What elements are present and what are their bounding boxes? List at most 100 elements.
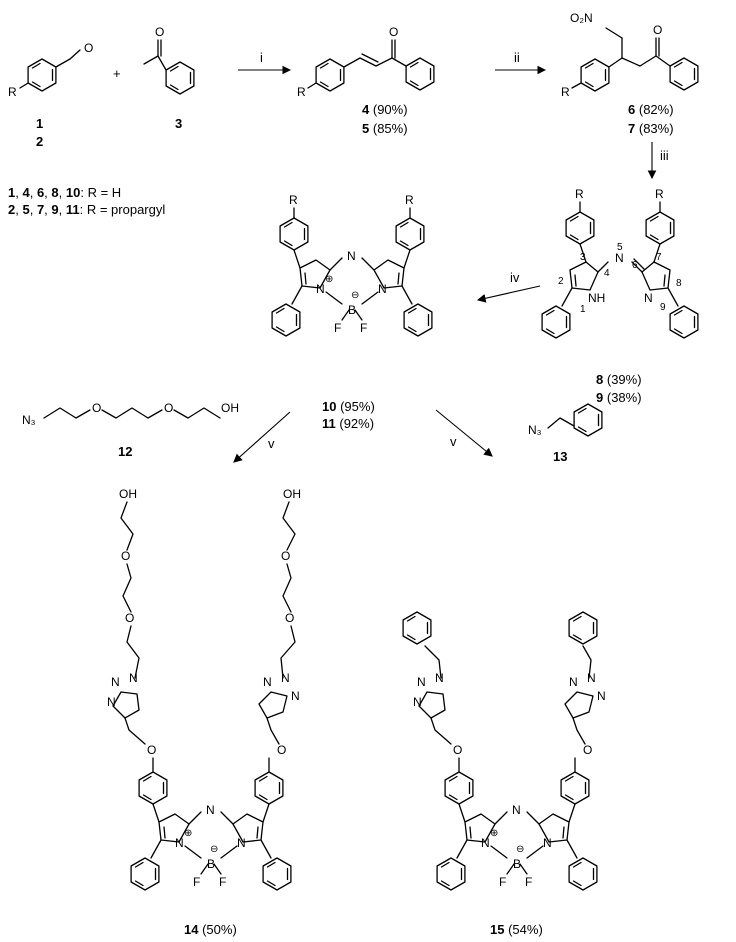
compound-1: 1 xyxy=(36,116,43,131)
svg-text:NH: NH xyxy=(588,291,605,305)
svg-text:7: 7 xyxy=(656,252,662,263)
svg-text:6: 6 xyxy=(632,260,638,271)
svg-text:O: O xyxy=(147,743,156,757)
svg-text:O₂N: O₂N xyxy=(570,11,593,25)
svg-text:R: R xyxy=(575,187,584,201)
svg-text:O: O xyxy=(84,41,93,55)
svg-text:⊖: ⊖ xyxy=(210,844,218,855)
svg-text:O: O xyxy=(583,743,592,757)
step-iii-label: iii xyxy=(660,148,669,163)
svg-text:N: N xyxy=(237,836,246,850)
svg-text:O: O xyxy=(285,611,294,625)
svg-text:O: O xyxy=(155,25,164,39)
svg-text:3: 3 xyxy=(580,252,586,263)
svg-text:N₃: N₃ xyxy=(528,423,542,437)
svg-text:B: B xyxy=(513,857,521,871)
compound-15-label: 15 (54%) xyxy=(490,922,543,937)
svg-text:N: N xyxy=(107,695,116,709)
svg-text:N: N xyxy=(435,671,444,685)
structure-compound-14: N N N B F F ⊕ ⊖ O N N N O O OH O N N N O… xyxy=(107,487,301,890)
step-v-left-label: v xyxy=(268,436,275,451)
svg-text:O: O xyxy=(92,401,101,415)
structure-benzyl-azide: N₃ xyxy=(528,403,603,437)
svg-text:5: 5 xyxy=(617,242,623,253)
structure-chalcone: O R xyxy=(297,25,435,99)
svg-text:N: N xyxy=(175,836,184,850)
svg-text:R: R xyxy=(561,85,570,99)
svg-text:O: O xyxy=(453,743,462,757)
svg-text:OH: OH xyxy=(119,487,137,501)
svg-text:O: O xyxy=(281,549,290,563)
svg-text:N: N xyxy=(481,836,490,850)
svg-text:N: N xyxy=(206,803,215,817)
svg-text:O: O xyxy=(121,549,130,563)
svg-text:OH: OH xyxy=(221,401,239,415)
svg-text:F: F xyxy=(219,875,226,889)
svg-text:2: 2 xyxy=(558,276,564,287)
step-i-label: i xyxy=(260,50,263,65)
compound-12: 12 xyxy=(118,444,132,459)
compound-10-label: 10 (95%) xyxy=(322,399,375,414)
svg-text:N₃: N₃ xyxy=(22,413,36,427)
structure-compound-15: N N N B F F ⊕ ⊖ O N N N O N N N xyxy=(402,611,606,890)
svg-text:N: N xyxy=(417,675,426,689)
compound-11-label: 11 (92%) xyxy=(322,416,374,431)
svg-text:N: N xyxy=(316,282,325,296)
svg-text:N: N xyxy=(347,249,356,263)
compound-6-label: 6 (82%) xyxy=(628,102,674,117)
svg-text:N: N xyxy=(111,675,120,689)
svg-text:F: F xyxy=(334,321,341,335)
compound-9-label: 9 (38%) xyxy=(596,390,642,405)
step-v-right-label: v xyxy=(450,434,457,449)
svg-text:F: F xyxy=(193,875,200,889)
svg-text:F: F xyxy=(525,875,532,889)
compound-7-label: 7 (83%) xyxy=(628,121,674,136)
plus-sign: + xyxy=(113,66,121,81)
svg-text:O: O xyxy=(389,25,398,39)
arrow-step-iv xyxy=(476,285,541,303)
svg-text:F: F xyxy=(499,875,506,889)
compound-8-label: 8 (39%) xyxy=(596,372,642,387)
compound-13: 13 xyxy=(553,449,567,464)
legend-line-1: 1, 4, 6, 8, 10: R = H xyxy=(8,185,121,200)
svg-text:N: N xyxy=(597,689,606,703)
compound-3: 3 xyxy=(175,116,182,131)
compound-4-label: 4 (90%) xyxy=(362,102,408,117)
svg-text:R: R xyxy=(289,193,298,207)
svg-text:N: N xyxy=(587,671,596,685)
structure-acetophenone: O xyxy=(143,25,195,95)
svg-text:N: N xyxy=(129,671,138,685)
svg-text:1: 1 xyxy=(580,304,586,315)
svg-text:O: O xyxy=(164,401,173,415)
svg-text:O: O xyxy=(125,611,134,625)
svg-text:N: N xyxy=(263,675,272,689)
svg-text:B: B xyxy=(348,303,356,317)
arrow-step-v-right xyxy=(435,409,493,457)
svg-text:N: N xyxy=(543,836,552,850)
arrow-step-v-left xyxy=(233,411,291,463)
svg-text:R: R xyxy=(297,85,306,99)
svg-text:N: N xyxy=(413,695,422,709)
step-iv-label: iv xyxy=(510,270,520,285)
svg-text:N: N xyxy=(291,689,300,703)
svg-text:R: R xyxy=(405,193,414,207)
svg-text:N: N xyxy=(569,675,578,689)
structure-aldehyde: O R xyxy=(8,41,93,99)
svg-text:⊖: ⊖ xyxy=(516,844,524,855)
svg-text:N: N xyxy=(512,803,521,817)
svg-text:8: 8 xyxy=(676,278,682,289)
structure-aza-bodipy-10-11: R R N N N B F F ⊕ ⊖ xyxy=(272,193,432,336)
svg-text:⊕: ⊕ xyxy=(490,828,498,839)
structure-azadipyrromethene: R R N NH N 5 4 3 2 1 6 7 8 9 xyxy=(541,187,699,339)
svg-text:N: N xyxy=(615,251,624,265)
step-ii-label: ii xyxy=(514,50,520,65)
svg-text:O: O xyxy=(277,743,286,757)
legend-line-2: 2, 5, 7, 9, 11: R = propargyl xyxy=(8,202,165,217)
svg-text:⊕: ⊕ xyxy=(184,828,192,839)
svg-text:N: N xyxy=(281,671,290,685)
svg-text:R: R xyxy=(8,85,17,99)
svg-text:⊖: ⊖ xyxy=(351,290,359,301)
compound-14-label: 14 (50%) xyxy=(184,922,237,937)
svg-text:OH: OH xyxy=(283,487,301,501)
